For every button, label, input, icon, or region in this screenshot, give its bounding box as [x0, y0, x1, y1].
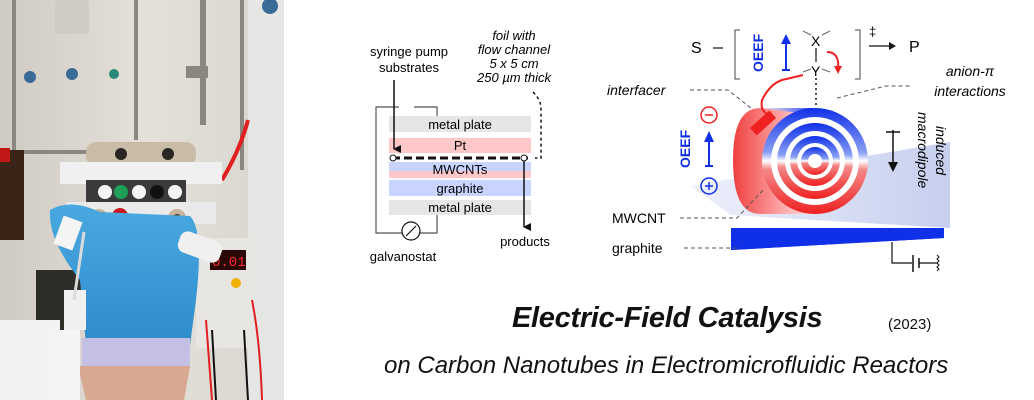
oeef-arrowhead-top: [781, 34, 791, 44]
atom-y: Y: [811, 63, 821, 79]
layer-pt: [389, 138, 531, 153]
inlet-port: [389, 154, 397, 162]
y-sub-right: [821, 68, 831, 73]
layer-label-mwcnts: MWCNTs: [433, 162, 488, 177]
oeef-label-side: OEEF: [677, 129, 693, 168]
layer-mwcnts-red: [389, 171, 531, 178]
interfacer-tether: [760, 74, 804, 115]
anion-pi-label-2: interactions: [934, 83, 1006, 99]
mechanism-diagram: S ‡ P OEEF X Y interfacer anion-π intera…: [607, 24, 1006, 272]
layer-label-metal-bottom: metal plate: [428, 200, 492, 215]
ts-bracket-right: [855, 29, 861, 80]
reactor-photo: 0.01: [0, 0, 284, 400]
layer-metal-plate-bottom: [389, 200, 531, 215]
syringe-pump-label: syringe pump: [370, 44, 448, 59]
x-sub-left: [802, 30, 812, 36]
power-supply-readout: 0.01: [212, 255, 246, 271]
mwcnt-label: MWCNT: [612, 210, 666, 226]
graphite-sheet-edge-fill: [731, 228, 944, 250]
substrate-label: S: [691, 40, 702, 57]
wire-left: [375, 106, 404, 234]
reactor-schematic: syringe pump substrates foil with flow c…: [370, 28, 553, 264]
induced-label: induced: [933, 126, 949, 176]
ground-wire: [891, 242, 912, 264]
electron-flow-arrowhead: [834, 66, 842, 74]
interfacer-anchor: [749, 110, 777, 136]
main-title: Electric-Field Catalysis: [512, 302, 823, 334]
layer-metal-plate-top: [389, 116, 531, 132]
galvanostat-label: galvanostat: [370, 249, 437, 264]
atom-x: X: [811, 33, 821, 49]
title-year: (2023): [888, 316, 932, 333]
ts-symbol: ‡: [869, 24, 876, 39]
ts-bracket-left: [734, 29, 740, 80]
foil-label-4: 250 µm thick: [476, 70, 552, 85]
layer-mwcnts-blue: [389, 162, 531, 171]
wire-bottom: [418, 215, 438, 234]
outlet-port: [520, 154, 528, 162]
anion-pi-pointer: [836, 85, 910, 99]
oeef-label-top: OEEF: [750, 33, 766, 72]
product-label: P: [909, 39, 920, 56]
macrodipole-arrowhead: [888, 162, 898, 172]
subtitle: on Carbon Nanotubes in Electromicrofluid…: [384, 352, 949, 379]
foil-label-1: foil with: [492, 28, 535, 43]
reaction-arrowhead: [889, 42, 896, 50]
ground-symbol-icon: [936, 254, 940, 272]
x-sub-right: [821, 30, 831, 36]
layer-label-metal-top: metal plate: [428, 117, 492, 132]
y-sub-left: [802, 68, 812, 73]
mwcnt-pointer: [680, 187, 766, 219]
oeef-arrowhead-side: [704, 131, 714, 142]
layer-graphite: [389, 180, 531, 196]
products-label: products: [500, 234, 550, 249]
nanotube-core: [808, 154, 822, 168]
plus-charge-icon: [700, 177, 718, 195]
interfacer-label: interfacer: [607, 82, 667, 98]
layer-label-pt: Pt: [454, 138, 467, 153]
foil-label-3: 5 x 5 cm: [489, 56, 538, 71]
wire-top: [414, 106, 438, 117]
macrodipole-label: macrodipole: [915, 112, 931, 188]
galvanostat-needle: [405, 225, 417, 237]
foil-label-2: flow channel: [478, 42, 551, 57]
foil-pointer-line: [532, 91, 542, 159]
anion-pi-label-1: anion-π: [946, 63, 995, 79]
interfacer-pointer: [690, 89, 757, 113]
substrates-label: substrates: [379, 60, 439, 75]
minus-charge-icon: [700, 106, 718, 124]
layer-label-graphite: graphite: [437, 181, 484, 196]
graphite-label: graphite: [612, 240, 663, 256]
